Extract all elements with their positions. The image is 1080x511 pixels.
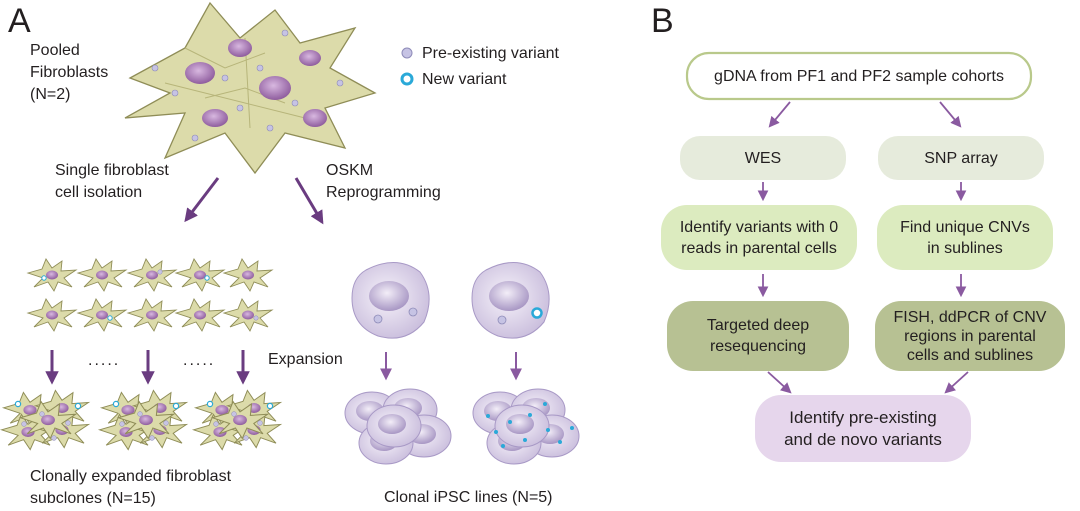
ipsc-lines-label: Clonal iPSC lines (N=5) (384, 489, 553, 506)
subclones-label: Clonally expanded fibroblast subclones (… (30, 468, 232, 507)
box-wes (680, 136, 846, 180)
subclone-clump-1 (2, 390, 89, 449)
gdna-text: gDNA from PF1 and PF2 sample cohorts (714, 67, 1004, 85)
box-identify (661, 205, 857, 270)
identify-variants-text: Identify variants with 0 reads in parent… (679, 218, 839, 257)
arrow-fish-final (944, 371, 969, 394)
arrow-to-subclones (184, 177, 220, 223)
arrow-targeted-final (767, 371, 792, 394)
box-snp (878, 136, 1044, 180)
single-fibroblast-grid (27, 258, 273, 332)
snp-array-text: SNP array (924, 149, 998, 167)
subclone-clump-3 (194, 390, 281, 449)
subclone-clump-2 (100, 390, 187, 449)
legend-pre-existing-label: Pre-existing variant (422, 45, 559, 62)
unique-cnvs-text: Find unique CNVs in sublines (900, 218, 1030, 257)
pooled-fibroblasts-label: Pooled Fibroblasts (N=2) (30, 42, 109, 103)
ipsc-cell-2 (471, 261, 550, 339)
targeted-resequencing-text: Targeted deep resequencing (706, 317, 810, 355)
fish-ddpcr-text: FISH, ddPCR of CNV regions in parental c… (893, 308, 1047, 364)
wes-text: WES (744, 149, 782, 167)
box-cnv (877, 205, 1053, 270)
expansion-label: Expansion (268, 351, 343, 368)
arrow-to-reprogramming (294, 177, 324, 225)
box-gdna (685, 51, 1033, 101)
ipsc-colony-1 (344, 388, 452, 465)
final-variants-text: Identify pre-existing and de novo varian… (784, 407, 942, 449)
panel-a-label: A (8, 2, 31, 40)
ipsc-colony-2 (472, 388, 580, 465)
arrow-gdna-snp (939, 101, 962, 128)
arrow-gdna-wes (768, 101, 791, 128)
dots-separator-2: ..... (183, 352, 216, 369)
box-fish (875, 301, 1065, 371)
box-final (755, 395, 971, 462)
legend-new-variant-marker (400, 72, 414, 86)
legend-pre-existing-marker (401, 47, 413, 59)
dots-separator-1: ..... (88, 352, 121, 369)
pooled-fibroblasts-illustration (124, 2, 376, 174)
legend-new-variant-label: New variant (422, 71, 507, 88)
box-targeted (667, 301, 849, 371)
single-isolation-label: Single fibroblast cell isolation (55, 162, 169, 201)
panel-b-label: B (651, 2, 674, 40)
oskm-reprogramming-label: OSKM Reprogramming (326, 162, 441, 201)
ipsc-cell-1 (351, 261, 430, 339)
